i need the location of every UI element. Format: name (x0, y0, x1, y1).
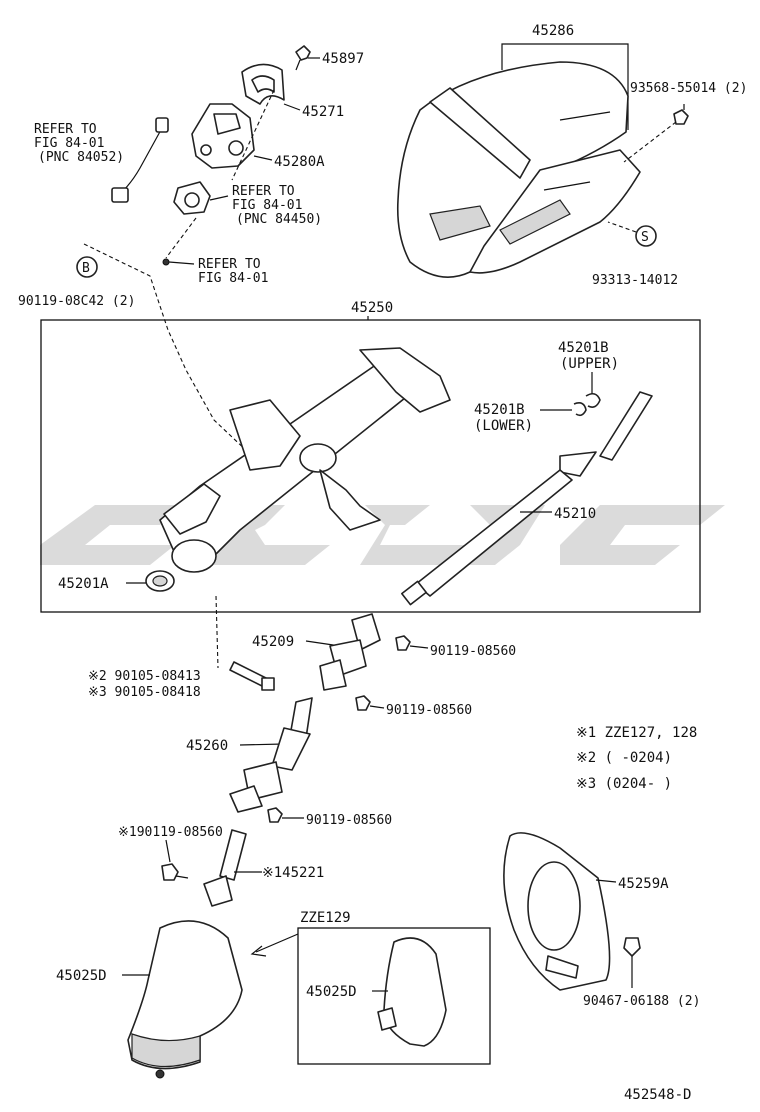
screw-93568-icon (673, 104, 689, 125)
label-45025d-a: 45025D (56, 968, 107, 984)
label-45286: 45286 (532, 23, 574, 39)
label-90105-3: ※3 90105-08418 (88, 685, 201, 700)
column-assembly-frame (40, 319, 701, 613)
label-45201b-upper: 45201B (558, 340, 609, 356)
label-93568-55014: 93568-55014 (2) (630, 81, 747, 96)
pin (162, 258, 195, 266)
label-45280a: 45280A (274, 154, 325, 170)
refer1-line2: FIG 84-01 (34, 136, 104, 151)
label-45201a: 45201A (58, 576, 109, 592)
boot-45025d (127, 920, 243, 1079)
svg-text:B: B (82, 261, 90, 276)
lock-cylinder (173, 181, 211, 215)
clip-90467-icon (623, 937, 641, 957)
bolt-90119-08560-a-icon (395, 635, 429, 651)
intermediate-shaft-45260 (229, 697, 313, 813)
cover-45259a (503, 832, 611, 991)
bracket-45271 (241, 63, 285, 105)
label-45259a: 45259A (618, 876, 669, 892)
zze129-frame (297, 927, 491, 1065)
label-zze129: ZZE129 (300, 910, 351, 926)
watermark (40, 505, 725, 565)
steering-column-tube-45250 (159, 347, 451, 573)
grommet-45201a (145, 570, 175, 592)
arrow-icon (250, 945, 267, 957)
label-90119-08560-b: 90119-08560 (386, 703, 472, 718)
label-45221: ※145221 (262, 865, 324, 881)
label-90119-08c42: 90119-08C42 (2) (18, 294, 135, 309)
label-45250: 45250 (351, 300, 393, 316)
refer2-line1: REFER TO (232, 184, 295, 199)
shaft-45221 (203, 829, 247, 907)
label-upper: (UPPER) (560, 356, 619, 372)
label-lower: (LOWER) (474, 418, 533, 434)
arrow-line (255, 933, 299, 953)
refer3-line1: REFER TO (198, 257, 261, 272)
lock-housing-45280a (191, 103, 255, 169)
refer3-line2: FIG 84-01 (198, 271, 268, 286)
label-45025d-b: 45025D (306, 984, 357, 1000)
refer2-line2: FIG 84-01 (232, 198, 302, 213)
label-90467-06188: 90467-06188 (2) (583, 994, 700, 1009)
label-90105-2: ※2 90105-08413 (88, 669, 201, 684)
label-45897: 45897 (322, 51, 364, 67)
label-45209: 45209 (252, 634, 294, 650)
column-cover-45286 (396, 61, 641, 278)
label-93313-14012: 93313-14012 (592, 273, 678, 288)
wire-harness (111, 117, 169, 203)
bolt-90105-icon (229, 661, 275, 691)
bolt-45897 (295, 45, 311, 71)
note-1: ※1 ZZE127, 128 (576, 725, 697, 741)
boot-45025d-zze129 (377, 937, 447, 1047)
label-45210: 45210 (554, 506, 596, 522)
bolt-90119-08560-d-icon (161, 863, 189, 881)
b-mark-icon: B (76, 256, 98, 278)
svg-text:S: S (641, 230, 649, 245)
label-90119-08560-c: 90119-08560 (306, 813, 392, 828)
label-45271: 45271 (302, 104, 344, 120)
figure-code: 452548-D (624, 1087, 691, 1103)
u-joint-45209 (319, 613, 381, 691)
clip-45201b-upper (585, 392, 601, 408)
note-2: ※2 ( -0204) (576, 750, 672, 766)
label-90119-08560-a: 90119-08560 (430, 644, 516, 659)
s-mark-icon: S (635, 225, 657, 247)
clip-45201b-lower (573, 402, 587, 417)
main-shaft-45210 (401, 391, 653, 606)
label-45260: 45260 (186, 738, 228, 754)
refer1-line3: (PNC 84052) (38, 150, 124, 165)
note-3: ※3 (0204- ) (576, 776, 672, 792)
refer2-line3: (PNC 84450) (236, 212, 322, 227)
label-45201b-lower: 45201B (474, 402, 525, 418)
label-90119-08560-d: ※190119-08560 (118, 825, 223, 840)
refer1-line1: REFER TO (34, 122, 97, 137)
bolt-90119-08560-c-icon (267, 807, 304, 823)
bolt-90119-08560-b-icon (355, 695, 385, 711)
